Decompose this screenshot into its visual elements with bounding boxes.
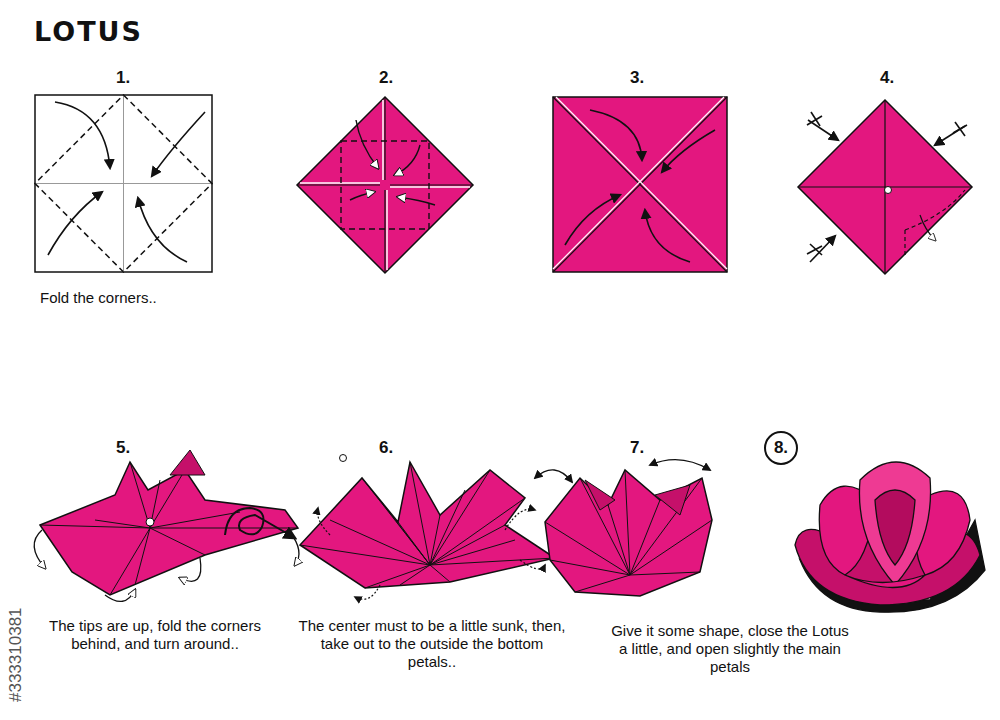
step-2-diamond: [297, 97, 473, 273]
step-3-square: [553, 97, 727, 272]
step-number: 3.: [630, 68, 644, 88]
step-caption: The center must to be a little sunk, the…: [297, 617, 567, 671]
circled-step-number: 8.: [764, 431, 798, 465]
step-8-lotus: [795, 462, 985, 612]
step-5-flat-model: [34, 450, 299, 601]
step-number: 6.: [379, 438, 393, 458]
step-caption: The tips are up, fold the corners behind…: [30, 617, 280, 653]
step-caption: Give it some shape, close the Lotus a li…: [610, 622, 850, 676]
step-number: 5.: [116, 438, 130, 458]
watermark-id: #333310381: [6, 607, 26, 702]
diagram-title: LOTUS: [34, 16, 143, 47]
step-7-model: [535, 460, 712, 596]
step-6-model: [300, 455, 555, 600]
instruction-text: Fold the corners..: [40, 289, 157, 307]
step-4-diamond: [798, 100, 972, 274]
step-number: 8.: [774, 438, 788, 458]
step-number: 2.: [379, 68, 393, 88]
step-number: 1.: [116, 68, 130, 88]
step-1-square: [35, 95, 212, 272]
step-number: 4.: [880, 68, 894, 88]
step-number: 7.: [630, 438, 644, 458]
